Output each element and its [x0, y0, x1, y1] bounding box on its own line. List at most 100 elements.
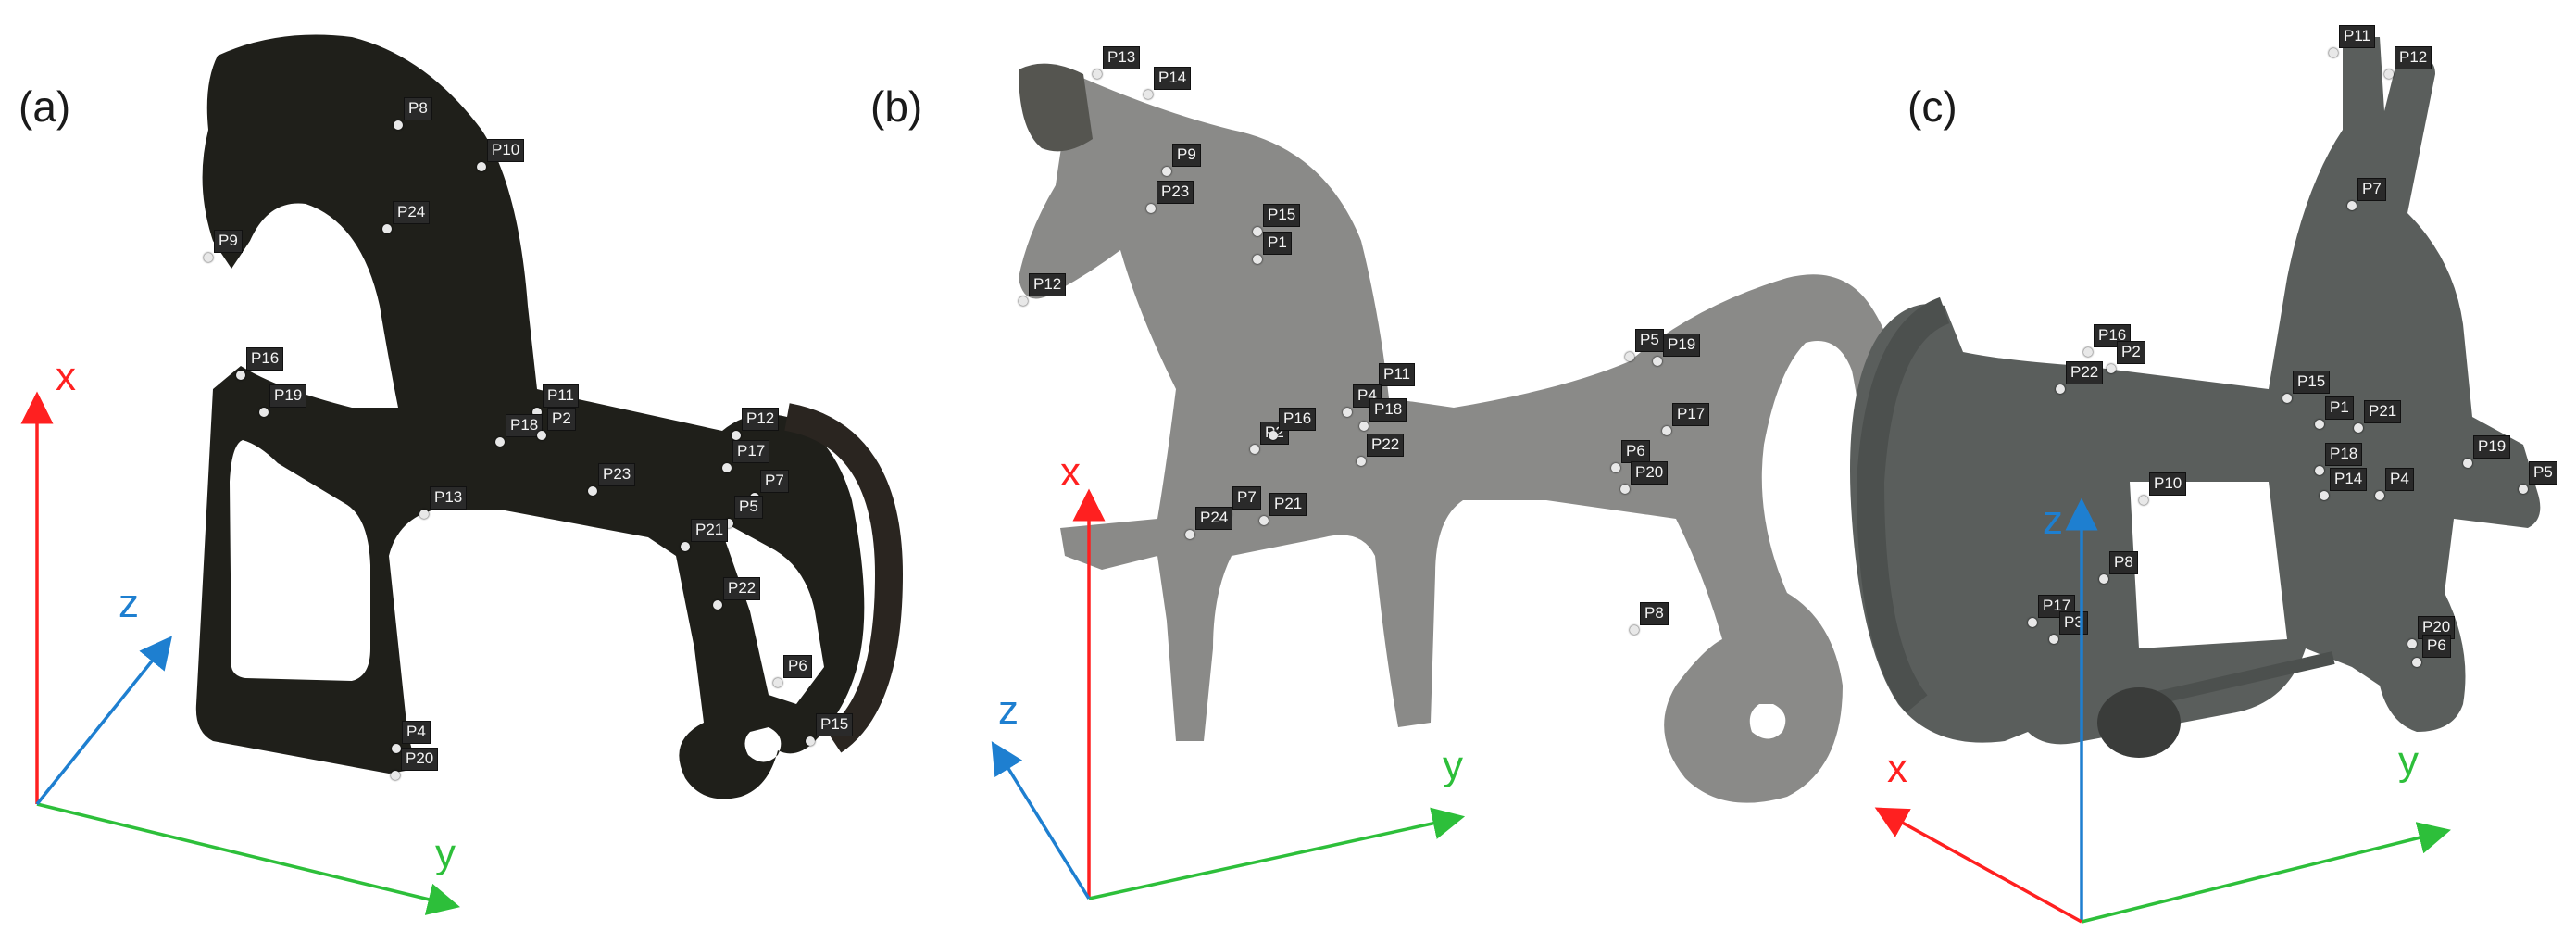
point-dot: [382, 224, 392, 233]
point-label: P18: [1369, 398, 1407, 422]
axis-x-label: x: [1887, 746, 1907, 791]
point-dot: [1019, 296, 1028, 306]
point-dot: [532, 408, 542, 417]
axis-y-label: y: [1443, 743, 1463, 788]
point-dot: [1653, 357, 1662, 366]
point-dot: [724, 519, 733, 528]
point-label: P10: [2149, 472, 2187, 496]
point-dot: [537, 431, 546, 440]
point-label: P13: [430, 486, 468, 510]
point-label: P22: [723, 577, 761, 600]
axis-z-arrow: [35, 636, 172, 806]
point-label: P20: [401, 748, 439, 771]
point-dot: [2099, 574, 2108, 584]
point-label: P1: [1263, 232, 1292, 255]
point-dot: [2329, 48, 2338, 57]
point-label: P22: [2066, 361, 2104, 384]
point-dot: [588, 486, 597, 496]
point-label: P11: [2339, 25, 2375, 48]
point-label: P12: [1029, 273, 1067, 296]
axis-y-label: y: [2398, 738, 2419, 784]
point-label: P11: [1379, 363, 1415, 386]
point-label: P17: [1672, 403, 1710, 426]
point-dot: [806, 736, 815, 746]
point-dot: [259, 408, 269, 417]
point-dot: [2282, 394, 2292, 403]
axis-y-label: y: [435, 831, 456, 876]
point-dot: [681, 542, 690, 551]
point-dot: [2139, 496, 2148, 505]
point-dot: [1253, 227, 1262, 236]
point-label: P15: [2293, 371, 2331, 394]
point-label: P6: [783, 655, 812, 678]
panel-a: (a) P8 P10 P24 P9 P16 P19 P11 P18 P2 P12…: [0, 0, 904, 944]
point-label: P24: [1195, 507, 1233, 530]
point-label: P10: [487, 139, 525, 162]
point-label: P18: [2325, 443, 2363, 466]
point-label: P5: [1635, 329, 1664, 352]
point-label: P1: [2325, 396, 2354, 420]
point-label: P21: [691, 519, 729, 542]
panel-c: (c) P11 P12 P7 P16 P2 P22 P15 P1 P21 P18…: [1806, 0, 2576, 944]
horse-figurine-b: [1019, 63, 1900, 803]
point-label: P8: [2109, 551, 2138, 574]
point-dot: [1611, 463, 1620, 472]
point-label: P8: [404, 97, 432, 120]
point-label: P5: [734, 496, 763, 519]
point-dot: [1357, 457, 1366, 466]
point-dot: [236, 371, 245, 380]
point-dot: [732, 431, 741, 440]
axis-x-label: x: [56, 354, 76, 399]
point-label: P12: [742, 408, 780, 431]
point-label: P9: [214, 230, 243, 253]
point-dot: [1259, 516, 1269, 525]
axis-z-label: z: [119, 581, 139, 626]
point-dot: [394, 120, 403, 130]
point-label: P16: [246, 347, 284, 371]
point-dot: [2354, 423, 2363, 433]
point-label: P17: [732, 440, 770, 463]
panel-label-c: (c): [1907, 82, 1957, 131]
horse-figurine-c: [1850, 37, 2541, 758]
axis-y-arrow: [36, 802, 461, 915]
point-dot: [2347, 201, 2357, 210]
point-label: P21: [2364, 400, 2402, 423]
point-label: P15: [1263, 204, 1301, 227]
point-label: P6: [2422, 635, 2451, 658]
point-label: P19: [269, 384, 307, 408]
point-dot: [2384, 69, 2394, 79]
axes-a: [20, 391, 461, 915]
point-dot: [2375, 491, 2384, 500]
point-label: P2: [547, 408, 576, 431]
point-label: P23: [1157, 181, 1194, 204]
point-label: P23: [598, 463, 636, 486]
point-dot: [2315, 420, 2324, 429]
point-label: P17: [2038, 595, 2076, 618]
axis-y-arrow: [1088, 807, 1466, 900]
point-label: P22: [1367, 434, 1405, 457]
axis-y-arrow: [2081, 822, 2451, 924]
point-dot: [495, 437, 505, 447]
point-dot: [2107, 364, 2116, 373]
point-label: P21: [1269, 493, 1307, 516]
axis-x-label: x: [1060, 449, 1081, 495]
point-dot: [2412, 658, 2421, 667]
panel-label-b: (b): [870, 82, 923, 131]
point-label: P5: [2529, 461, 2557, 485]
point-dot: [1144, 90, 1153, 99]
point-dot: [477, 162, 486, 171]
point-label: P14: [1154, 67, 1192, 90]
point-label: P19: [2473, 435, 2511, 459]
point-dot: [2463, 459, 2472, 468]
point-dot: [392, 744, 401, 753]
point-dot: [1162, 167, 1171, 176]
axis-z-label: z: [998, 687, 1019, 733]
point-label: P8: [1640, 602, 1669, 625]
point-dot: [2028, 618, 2037, 627]
point-dot: [1146, 204, 1156, 213]
point-label: P12: [2395, 46, 2432, 69]
point-dot: [204, 253, 213, 262]
axes-c: [1874, 497, 2451, 924]
point-label: P4: [402, 721, 431, 744]
point-dot: [773, 678, 782, 687]
